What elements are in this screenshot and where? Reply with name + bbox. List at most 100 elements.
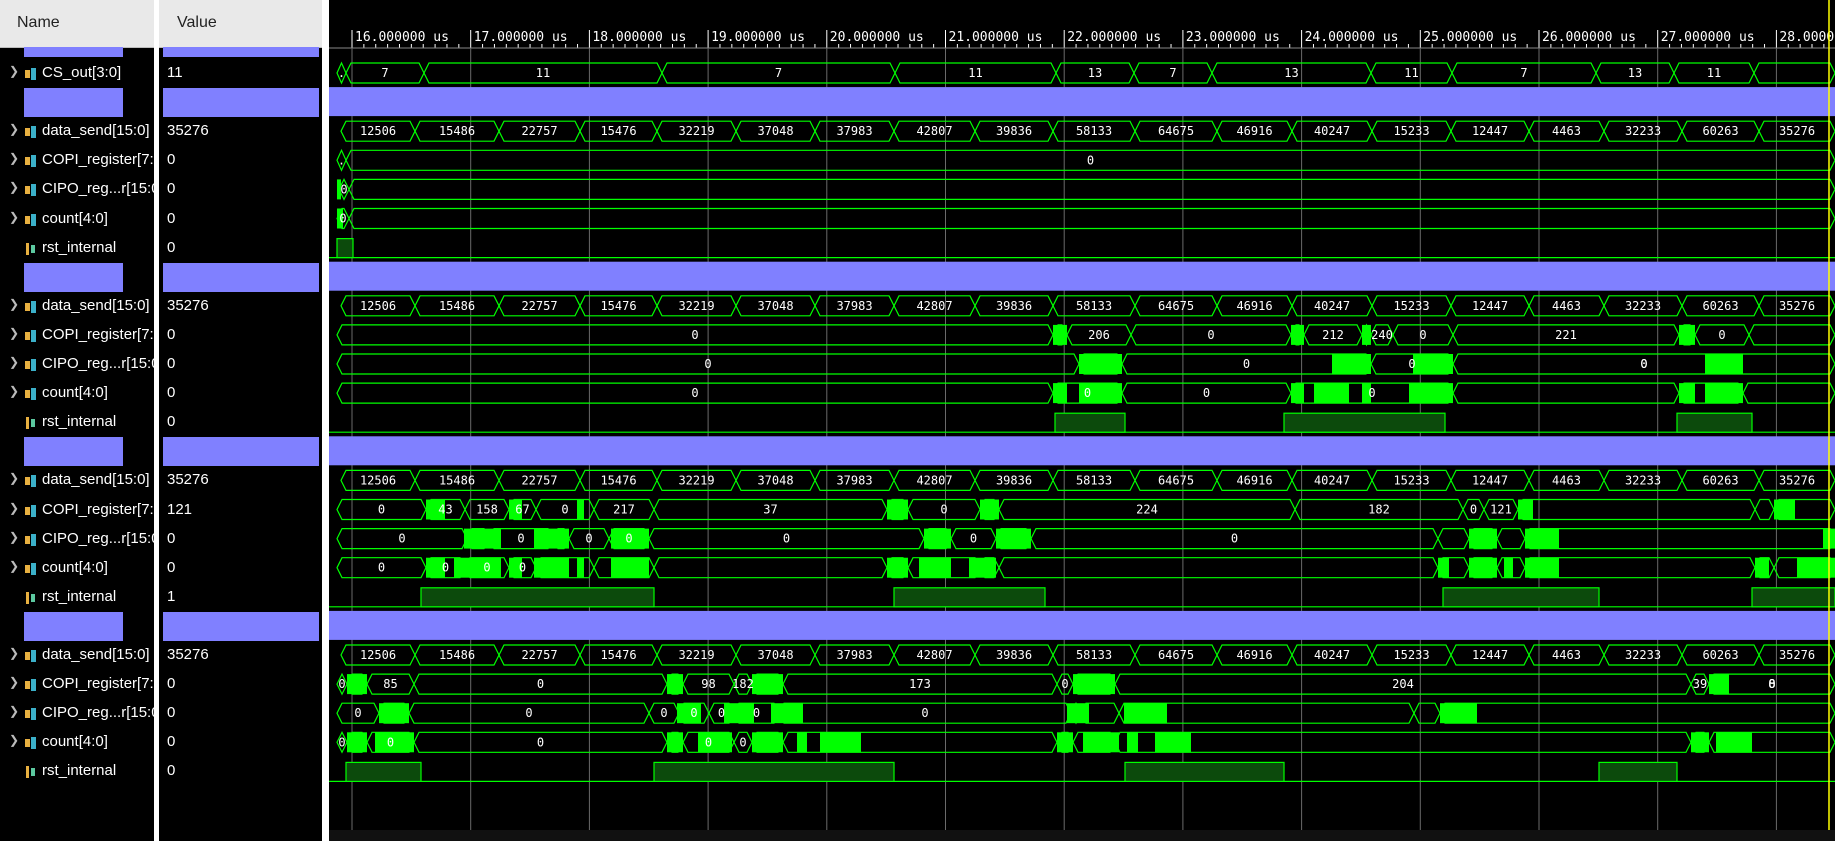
signal-row[interactable]: rst_internal bbox=[0, 236, 154, 260]
waveform-bit[interactable] bbox=[329, 238, 1835, 259]
expand-chevron-icon[interactable]: ❯ bbox=[9, 325, 20, 340]
bus-value-label: 0 bbox=[585, 532, 592, 546]
name-column-header[interactable]: Name bbox=[0, 0, 154, 48]
bus-value-label: 15486 bbox=[439, 648, 475, 662]
signal-row[interactable]: ❯COPI_register[7:0] bbox=[0, 148, 166, 172]
value-column-header[interactable]: Value bbox=[159, 0, 322, 48]
expand-chevron-icon[interactable]: ❯ bbox=[9, 296, 20, 311]
expand-chevron-icon[interactable]: ❯ bbox=[9, 384, 20, 399]
signal-row[interactable]: ❯data_send[15:0] bbox=[0, 643, 154, 667]
bit-high-pulse bbox=[653, 761, 895, 783]
signal-row[interactable]: ❯data_send[15:0] bbox=[0, 294, 154, 318]
bit-high-pulse bbox=[1751, 587, 1835, 608]
expand-chevron-icon[interactable]: ❯ bbox=[9, 558, 20, 573]
signal-row[interactable]: ❯CIPO_reg...r[15:0] bbox=[0, 527, 164, 551]
expand-chevron-icon[interactable]: ❯ bbox=[9, 646, 20, 660]
group-row-periphery1[interactable] bbox=[24, 262, 123, 292]
bus-value-label: 12447 bbox=[1472, 648, 1508, 662]
signal-row[interactable]: ❯data_send[15:0] bbox=[0, 119, 154, 143]
signal-row[interactable]: ❯CIPO_reg...r[15:0] bbox=[0, 701, 164, 725]
group-value-bar bbox=[163, 437, 319, 467]
signal-row[interactable]: ❯CIPO_reg...r[15:0] bbox=[0, 352, 164, 376]
horizontal-scrollbar[interactable] bbox=[329, 830, 1835, 841]
signal-row[interactable]: ❯data_send[15:0] bbox=[0, 468, 154, 492]
waveform-bit[interactable] bbox=[329, 412, 1835, 433]
time-tick-label: 27.000000 us bbox=[1661, 30, 1755, 45]
time-tick-label: 21.000000 us bbox=[949, 30, 1043, 45]
bus-value-label: 0 bbox=[354, 706, 361, 720]
dense-transition-block bbox=[724, 703, 754, 724]
expand-chevron-icon[interactable]: ❯ bbox=[9, 209, 20, 224]
expand-chevron-icon[interactable]: ❯ bbox=[9, 675, 20, 690]
expand-chevron-icon[interactable]: ❯ bbox=[9, 151, 20, 166]
bus-value-label: 32219 bbox=[678, 124, 714, 138]
expand-chevron-icon[interactable]: ❯ bbox=[9, 529, 20, 544]
bit-high-pulse bbox=[1676, 412, 1753, 433]
group-row-periphery0[interactable] bbox=[24, 88, 123, 118]
bit-high-pulse bbox=[1124, 761, 1285, 783]
expand-chevron-icon[interactable]: ❯ bbox=[9, 64, 20, 78]
bus-segment bbox=[1748, 324, 1835, 346]
expand-chevron-icon[interactable]: ❯ bbox=[9, 471, 20, 486]
bus-segment bbox=[345, 149, 1835, 171]
signal-row[interactable]: ❯COPI_register[7:0] bbox=[0, 498, 166, 522]
signal-row[interactable]: ❯COPI_register[7:0] bbox=[0, 323, 166, 347]
expand-chevron-icon[interactable]: ❯ bbox=[9, 355, 20, 369]
expand-chevron-icon[interactable]: ❯ bbox=[9, 704, 20, 719]
group-row-periphery2[interactable] bbox=[24, 437, 123, 467]
group-row-periphery3[interactable] bbox=[24, 611, 123, 641]
dense-transition-block bbox=[1332, 354, 1371, 374]
signal-row[interactable]: ❯count[4:0] bbox=[0, 556, 154, 580]
bus-signal-icon bbox=[25, 562, 39, 579]
group-divider-bar bbox=[329, 87, 1835, 117]
signal-row[interactable]: ❯CIPO_reg...r[15:0] bbox=[0, 177, 164, 201]
expand-chevron-icon[interactable]: ❯ bbox=[9, 733, 20, 748]
pane-splitter[interactable] bbox=[322, 0, 329, 841]
signal-row[interactable]: ❯count[4:0] bbox=[0, 730, 154, 754]
signal-row[interactable]: ❯count[4:0] bbox=[0, 207, 154, 231]
bus-signal-icon bbox=[25, 125, 39, 142]
expand-chevron-icon[interactable]: ❯ bbox=[9, 122, 20, 137]
waveform-bit[interactable] bbox=[329, 761, 1835, 783]
dense-transition-block bbox=[1124, 703, 1167, 724]
dense-transition-block bbox=[797, 732, 807, 753]
group-divider-bar bbox=[329, 436, 1835, 466]
signal-row[interactable]: ❯COPI_register[7:0] bbox=[0, 672, 166, 696]
dense-transition-block bbox=[426, 499, 445, 520]
signal-row[interactable]: ❯count[4:0] bbox=[0, 381, 154, 405]
expand-chevron-icon[interactable]: ❯ bbox=[9, 500, 20, 515]
dense-transition-block bbox=[611, 557, 649, 578]
expand-chevron-icon[interactable]: ❯ bbox=[9, 180, 20, 195]
signal-row[interactable]: rst_internal bbox=[0, 759, 154, 783]
waveform-bus[interactable]: 0 bbox=[336, 207, 1835, 230]
waveform-bus[interactable]: 0 bbox=[337, 178, 1835, 201]
time-tick-label: 17.000000 us bbox=[474, 30, 568, 45]
bus-segment bbox=[348, 178, 1835, 200]
waveform-bus[interactable]: .0 bbox=[336, 148, 1835, 172]
bus-value-label: 32219 bbox=[678, 473, 714, 487]
column-splitter[interactable] bbox=[154, 0, 159, 841]
bus-value-label: 40247 bbox=[1314, 648, 1350, 662]
bit-high-pulse bbox=[1442, 587, 1600, 608]
signal-row[interactable]: rst_internal bbox=[0, 585, 154, 609]
signal-row[interactable]: rst_internal bbox=[0, 410, 154, 434]
signal-row[interactable]: ❯CS_out[3:0] bbox=[0, 61, 154, 85]
dense-transition-block bbox=[1079, 383, 1122, 404]
waveform-bit[interactable] bbox=[329, 587, 1835, 608]
